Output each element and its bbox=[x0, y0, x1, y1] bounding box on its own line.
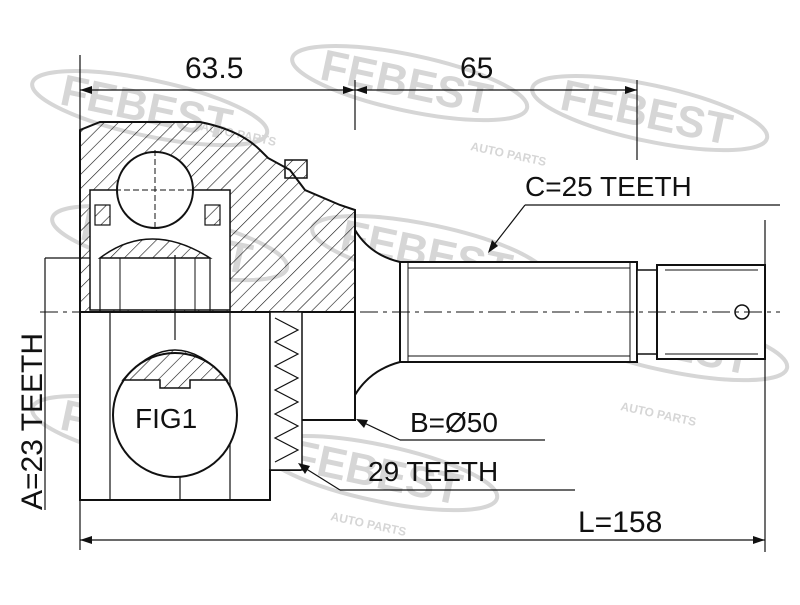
fig1-label: FIG1 bbox=[135, 403, 197, 434]
spline-c-callout: C=25 TEETH bbox=[488, 171, 780, 253]
inner-race bbox=[89, 150, 231, 312]
dimension-total-length: L=158 bbox=[80, 506, 765, 544]
abs-teeth-text: 29 TEETH bbox=[368, 456, 498, 487]
diameter-b-text: B=Ø50 bbox=[410, 407, 498, 438]
spline-a-label: A=23 TEETH bbox=[16, 333, 49, 510]
dimension-65: 65 bbox=[460, 52, 493, 85]
dimension-top-right: 65 bbox=[355, 52, 637, 94]
watermark-tagline: AUTO PARTS bbox=[329, 509, 407, 539]
diameter-b-callout: B=Ø50 bbox=[356, 407, 545, 441]
dimension-l-158: L=158 bbox=[578, 506, 662, 539]
fig1-detail: FIG1 bbox=[112, 255, 238, 478]
dimension-top-left: 63.5 bbox=[80, 52, 355, 94]
spline-c-text: C=25 TEETH bbox=[525, 171, 692, 202]
dimension-63-5: 63.5 bbox=[185, 52, 243, 85]
spline-a-text: A=23 TEETH bbox=[16, 333, 49, 510]
abs-teeth-callout: 29 TEETH bbox=[298, 456, 575, 491]
abs-ring bbox=[269, 311, 303, 471]
watermark-tagline: AUTO PARTS bbox=[469, 139, 547, 169]
watermark-tagline: AUTO PARTS bbox=[619, 399, 697, 429]
